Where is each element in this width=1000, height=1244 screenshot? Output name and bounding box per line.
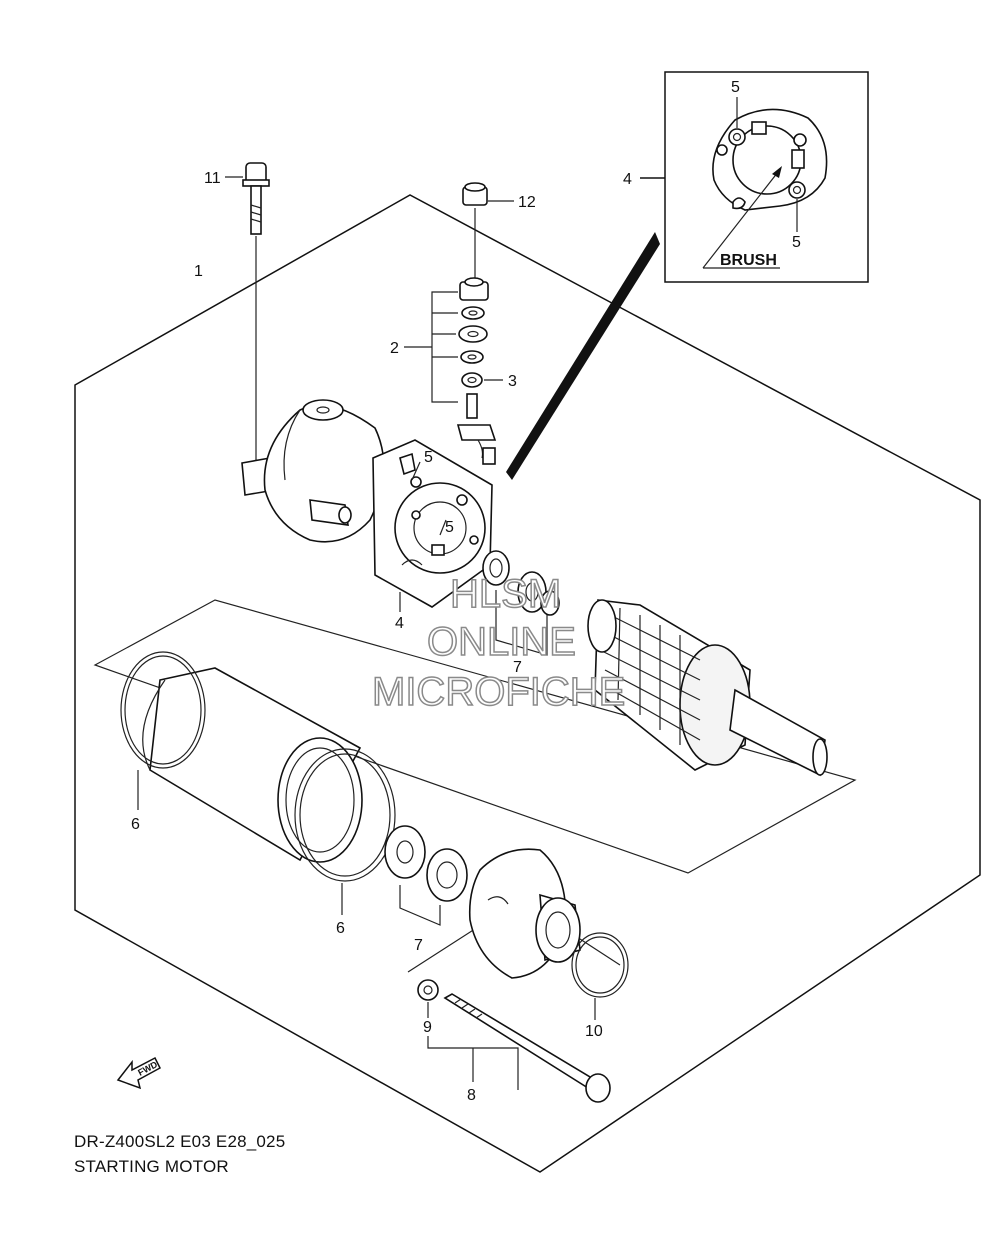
yoke — [142, 667, 363, 863]
brush-label: BRUSH — [720, 252, 777, 269]
inset-brush-holder — [712, 108, 828, 211]
rear-end-cover — [468, 848, 581, 979]
callout-7-top: 7 — [513, 659, 522, 676]
brush-leader — [702, 171, 779, 269]
o-ring-10 — [571, 932, 629, 998]
watermark-line2: ONLINE — [427, 620, 576, 664]
nut-12 — [462, 182, 488, 206]
terminal-washer-stack — [458, 277, 489, 388]
front-housing — [241, 399, 385, 543]
washer-9 — [417, 979, 439, 1001]
callout-1: 1 — [194, 263, 203, 280]
callout-4: 4 — [395, 615, 404, 632]
washers-7-bottom — [384, 825, 468, 902]
watermark-line1: HLSM — [450, 572, 561, 616]
callout-12: 12 — [518, 194, 536, 211]
o-ring-6-left — [120, 651, 206, 769]
brush-detail-inset — [664, 71, 869, 283]
model-code: DR-Z400SL2 E03 E28_025 — [74, 1132, 286, 1151]
callout-4-inset: 4 — [623, 171, 632, 188]
fwd-arrow-icon: FWD — [116, 1056, 161, 1090]
callout-6-left: 6 — [131, 816, 140, 833]
callout-5-plate-top: 5 — [424, 449, 433, 466]
callout-8: 8 — [467, 1087, 476, 1104]
leader-5-plate-top — [411, 461, 421, 481]
armature — [587, 599, 828, 777]
assembly-outline — [74, 194, 981, 1173]
bolt-11 — [242, 162, 270, 235]
callout-5-inset-top: 5 — [731, 79, 740, 96]
callout-9: 9 — [423, 1019, 432, 1036]
callout-11: 11 — [204, 170, 221, 187]
callout-5-plate-mid: 5 — [445, 519, 454, 536]
brush-arrow-head — [772, 166, 782, 178]
callout-3: 3 — [508, 373, 517, 390]
terminal-bolt — [456, 393, 497, 465]
bracket-2 — [431, 291, 458, 403]
bracket-7-bottom — [399, 885, 441, 926]
leader-5-plate-mid — [439, 519, 447, 536]
callout-5-inset-bottom: 5 — [792, 234, 801, 251]
o-ring-6-right — [294, 748, 396, 882]
armature-subgroup-outline — [93, 599, 857, 874]
callout-10: 10 — [585, 1023, 603, 1040]
diagram-title: STARTING MOTOR — [74, 1157, 229, 1176]
callout-2: 2 — [390, 340, 399, 357]
watermark-line3: MICROFICHE — [372, 670, 625, 714]
inset-pointer — [506, 232, 660, 480]
washers-7-top — [482, 550, 560, 616]
callout-6-right: 6 — [336, 920, 345, 937]
bracket-7-top — [495, 590, 548, 656]
brush-holder-plate — [372, 439, 493, 608]
watermark: HLSM ONLINE MICROFICHE — [371, 571, 626, 715]
callout-7-bottom: 7 — [414, 937, 423, 954]
through-bolt-8 — [443, 993, 611, 1103]
